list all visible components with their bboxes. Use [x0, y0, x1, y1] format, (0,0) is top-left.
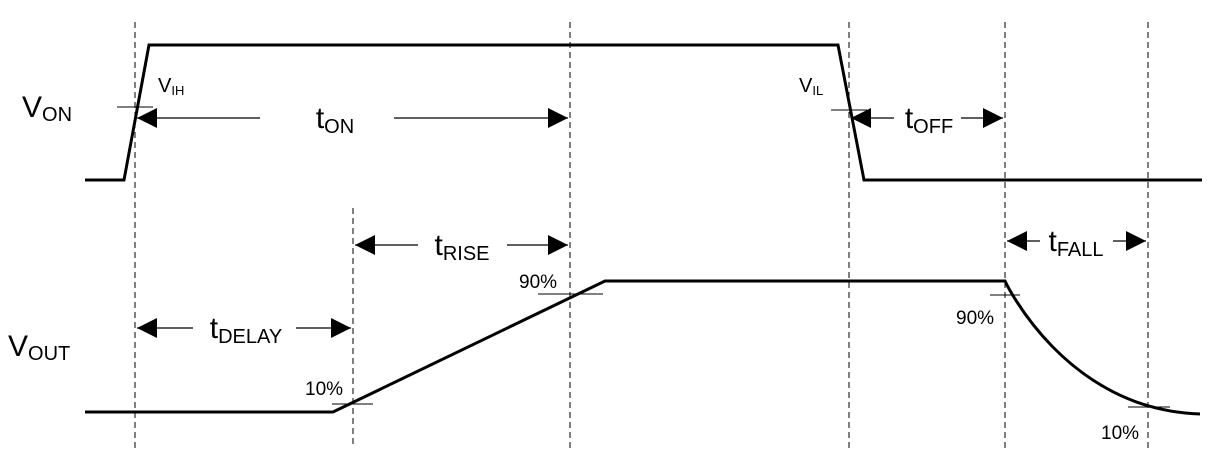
vil-label-main: V [799, 75, 813, 97]
von-waveform [85, 43, 1202, 182]
vil-label: VIL [799, 75, 823, 98]
t-rise-label: tRISE [434, 229, 489, 265]
t-delay-label: tDELAY [210, 312, 282, 348]
t-off-label: tOFF [905, 102, 953, 138]
rise-10pct-label: 10% [305, 379, 343, 400]
t-rise-label-sub: RISE [443, 243, 490, 265]
von-label-sub: ON [42, 104, 72, 126]
t-fall-label-sub: FALL [1057, 239, 1104, 261]
vil-label-sub: IL [812, 83, 823, 98]
t-off-label-sub: OFF [913, 116, 953, 138]
rise-90pct-label: 90% [519, 272, 557, 293]
vout-waveform [85, 279, 1201, 416]
t-fall-label-main: t [1048, 225, 1057, 258]
von-label-main: V [22, 91, 42, 124]
timing-arrows [137, 108, 1146, 338]
t-off-label-main: t [905, 102, 914, 135]
threshold-ticks [117, 106, 1170, 408]
t-delay-label-sub: DELAY [218, 326, 282, 348]
vih-label-sub: IH [171, 83, 184, 98]
reference-lines [134, 22, 1149, 448]
t-delay-label-main: t [210, 312, 219, 345]
fall-10pct-label: 10% [1101, 423, 1139, 444]
vih-label: VIH [158, 75, 184, 98]
t-on-label: tON [316, 102, 354, 138]
von-label: VON [22, 91, 72, 126]
t-rise-label-main: t [434, 229, 443, 262]
vout-label-sub: OUT [28, 343, 70, 365]
vout-label-main: V [8, 330, 28, 363]
fall-90pct-label: 90% [956, 308, 994, 329]
t-on-label-sub: ON [324, 116, 354, 138]
vih-label-main: V [158, 75, 172, 97]
t-fall-label: tFALL [1048, 225, 1103, 261]
vout-label: VOUT [8, 330, 70, 365]
t-on-label-main: t [316, 102, 325, 135]
